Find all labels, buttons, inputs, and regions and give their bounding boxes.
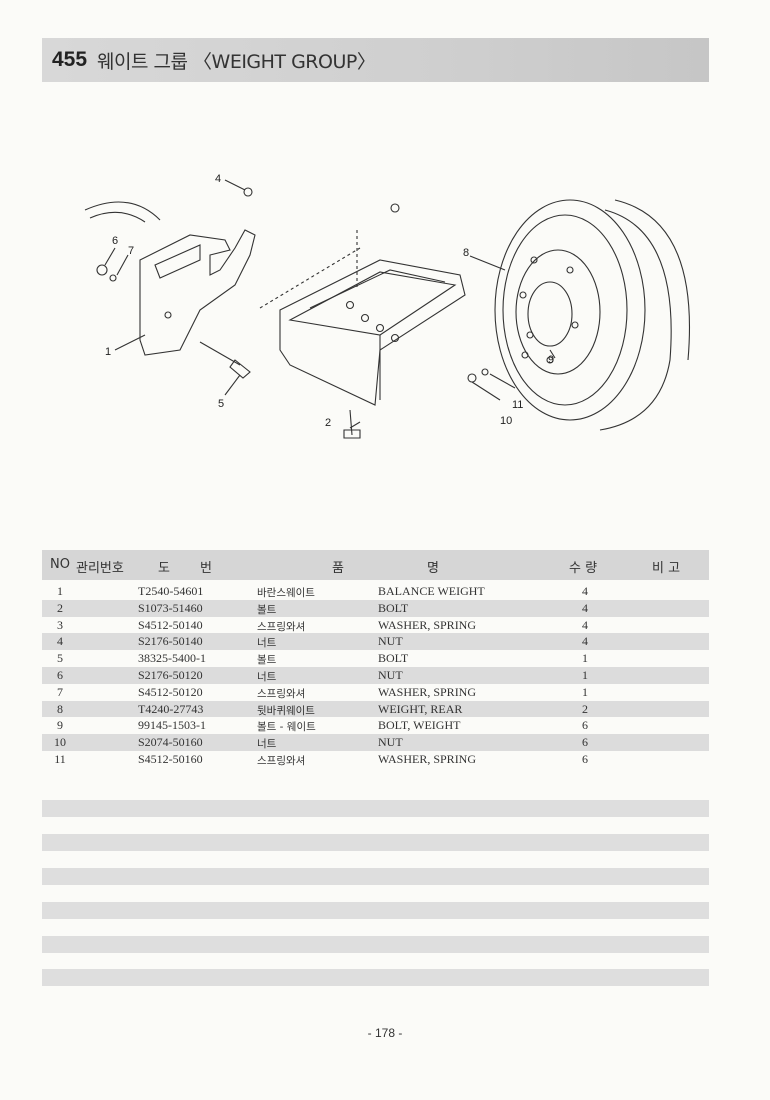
row-part-no: S2176-50140 (138, 634, 203, 649)
table-row: 8 T4240-27743 뒷바퀴웨이트 WEIGHT, REAR 2 (42, 700, 709, 718)
row-name-en: NUT (378, 634, 403, 649)
row-name-en: BOLT (378, 600, 409, 615)
row-no: 10 (54, 735, 66, 750)
table-row: 11 S4512-50160 스프링와셔 WASHER, SPRING 6 (42, 751, 709, 768)
row-qty: 6 (582, 751, 588, 766)
table-row: 10 S2074-50160 너트 NUT 6 (42, 734, 709, 751)
row-name-en: BOLT (378, 651, 409, 666)
row-part-no: 38325-5400-1 (138, 651, 206, 666)
row-name-kr: 뒷바퀴웨이트 (257, 704, 315, 717)
row-name-en: NUT (378, 735, 403, 750)
row-qty: 6 (582, 718, 588, 733)
blank-row-band (42, 936, 709, 953)
callout-11: 11 (512, 399, 523, 411)
callout-5: 5 (218, 398, 224, 410)
row-name-en: WEIGHT, REAR (378, 701, 463, 716)
row-name-en: WASHER, SPRING (378, 751, 477, 766)
row-name-en: BALANCE WEIGHT (378, 584, 485, 598)
row-part-no: T2540-54601 (138, 584, 204, 598)
blank-row-band (42, 868, 709, 885)
row-no: 7 (57, 684, 63, 699)
row-no: 9 (57, 718, 63, 733)
col-remark: 비 고 (652, 561, 681, 576)
row-qty: 4 (582, 634, 588, 649)
row-name-kr: 볼트 - 웨이트 (257, 721, 316, 734)
row-no: 6 (57, 667, 63, 682)
table-row: 6 S2176-50120 너트 NUT 1 (42, 666, 709, 684)
row-no: 11 (54, 751, 66, 766)
callout-10: 10 (500, 415, 512, 427)
row-name-en: WASHER, SPRING (378, 684, 477, 699)
col-qty: 수 량 (569, 561, 598, 576)
row-name-kr: 볼트 (257, 654, 277, 667)
row-qty: 1 (582, 651, 588, 666)
callout-8: 8 (463, 247, 469, 259)
row-name-en: WASHER, SPRING (378, 617, 477, 632)
row-name-kr: 스프링와셔 (257, 620, 306, 633)
row-part-no: S2074-50160 (138, 735, 203, 750)
table-row: 5 38325-5400-1 볼트 BOLT 1 (42, 650, 709, 667)
row-qty: 4 (582, 617, 588, 632)
row-no: 8 (57, 701, 63, 716)
row-qty: 1 (582, 667, 588, 682)
table-row: 1 T2540-54601 바란스웨이트 BALANCE WEIGHT 4 (42, 583, 709, 600)
col-part-no-a: 도 (158, 561, 170, 576)
col-no: NO (50, 557, 70, 572)
blank-row-band (42, 800, 709, 817)
page-title: 웨이트 그룹 〈WEIGHT GROUP〉 (97, 50, 376, 73)
row-name-kr: 바란스웨이트 (257, 587, 315, 599)
row-name-kr: 스프링와셔 (257, 687, 306, 700)
callout-6: 6 (112, 235, 118, 247)
callout-7: 7 (128, 245, 134, 257)
row-qty: 6 (582, 735, 588, 750)
table-row: 4 S2176-50140 너트 NUT 4 (42, 633, 709, 651)
callout-2: 2 (325, 417, 331, 429)
row-no: 3 (57, 617, 63, 632)
parts-table-header: NO 관리번호 도 번 품 명 수 량 비 고 (42, 550, 709, 580)
row-name-kr: 너트 (257, 637, 277, 650)
row-part-no: S4512-50160 (138, 751, 203, 766)
col-mgmt: 관리번호 (76, 561, 124, 576)
table-row: 2 S1073-51460 볼트 BOLT 4 (42, 599, 709, 617)
group-number: 455 (52, 48, 88, 71)
row-part-no: S4512-50140 (138, 617, 203, 632)
col-name-a: 품 (332, 561, 344, 576)
parts-diagram: 4 6 7 1 5 2 8 9 10 11 (60, 160, 710, 460)
page-number: - 178 - (367, 1026, 403, 1040)
row-part-no: S1073-51460 (138, 600, 203, 615)
blank-row-band (42, 834, 709, 851)
row-name-en: NUT (378, 667, 403, 682)
table-row: 7 S4512-50120 스프링와셔 WASHER, SPRING 1 (42, 684, 709, 701)
row-qty: 2 (582, 701, 588, 716)
row-part-no: S2176-50120 (138, 667, 203, 682)
callout-9: 9 (548, 354, 554, 366)
parts-table-body: 1 T2540-54601 바란스웨이트 BALANCE WEIGHT 4 2 … (42, 583, 709, 768)
row-part-no: 99145-1503-1 (138, 718, 206, 733)
table-row: 3 S4512-50140 스프링와셔 WASHER, SPRING 4 (42, 617, 709, 634)
col-name-b: 명 (427, 561, 439, 576)
row-qty: 1 (582, 684, 588, 699)
title-bar: 455 웨이트 그룹 〈WEIGHT GROUP〉 (42, 38, 709, 82)
row-no: 1 (57, 584, 63, 598)
row-no: 2 (57, 600, 63, 615)
row-part-no: S4512-50120 (138, 684, 203, 699)
row-qty: 4 (582, 584, 588, 598)
row-qty: 4 (582, 600, 588, 615)
col-part-no-b: 번 (200, 561, 212, 576)
row-name-en: BOLT, WEIGHT (378, 718, 461, 733)
row-name-kr: 너트 (257, 738, 277, 751)
row-name-kr: 스프링와셔 (257, 754, 306, 767)
blank-row-band (42, 969, 709, 986)
row-part-no: T4240-27743 (138, 701, 204, 716)
row-no: 4 (57, 634, 63, 649)
exploded-view-drawing: 4 6 7 1 5 2 8 9 10 11 (84, 173, 691, 439)
callout-1: 1 (105, 346, 111, 358)
row-no: 5 (57, 651, 63, 666)
blank-row-band (42, 902, 709, 919)
row-name-kr: 볼트 (257, 603, 277, 616)
callout-4: 4 (215, 173, 221, 185)
table-row: 9 99145-1503-1 볼트 - 웨이트 BOLT, WEIGHT 6 (42, 717, 709, 734)
row-name-kr: 너트 (257, 670, 277, 683)
